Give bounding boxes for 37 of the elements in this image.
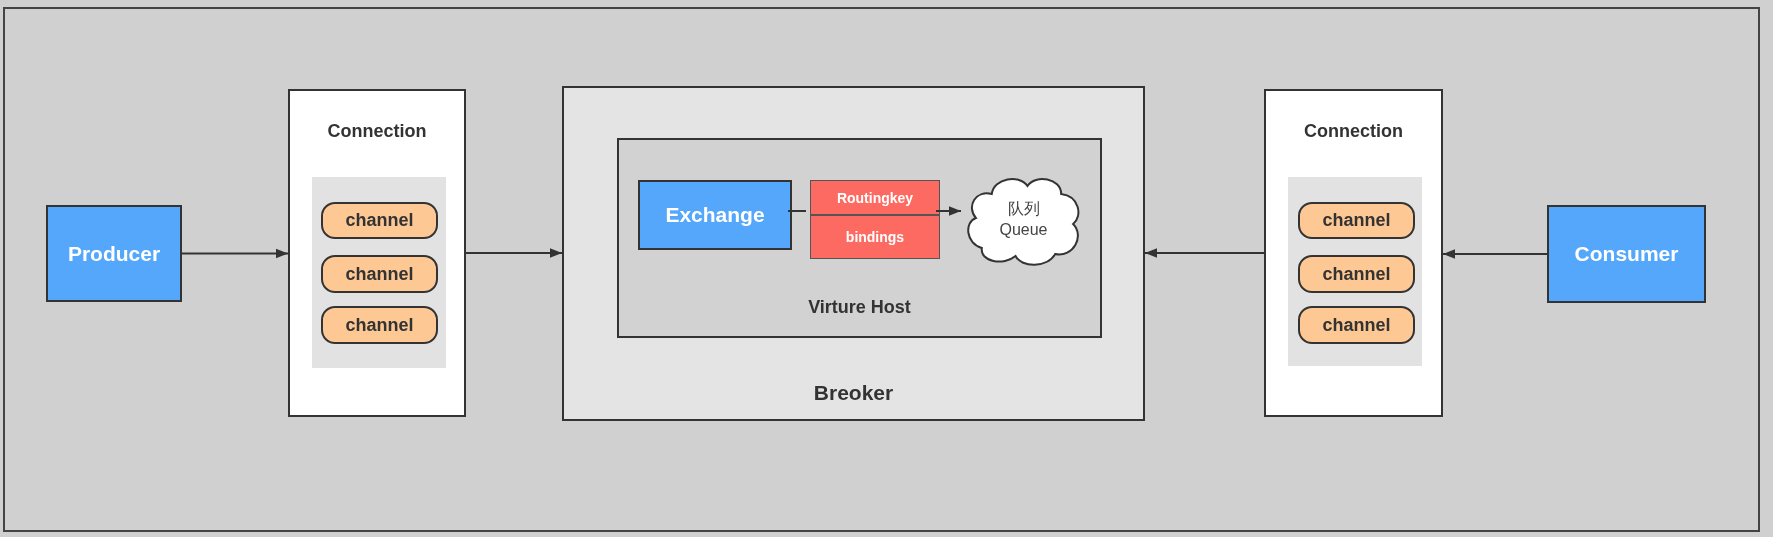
node-label: Exchange <box>665 203 765 227</box>
routing-box <box>810 180 940 215</box>
node-label: Producer <box>67 241 161 266</box>
node-label: Consumer <box>1574 242 1679 266</box>
arrow <box>1442 249 1548 259</box>
arrow <box>181 248 289 259</box>
arrow <box>1144 248 1265 258</box>
channel-pill <box>321 202 438 239</box>
connector-line <box>787 210 807 212</box>
box-heading: Connection <box>1304 121 1403 142</box>
connection-box <box>288 89 466 417</box>
routing-box <box>810 215 940 259</box>
node-label: channel <box>1322 263 1391 285</box>
channel-pill <box>321 255 438 293</box>
process-box <box>46 205 182 302</box>
channel-pill <box>1298 255 1415 293</box>
channel-pill <box>1298 306 1415 344</box>
arrow <box>935 206 962 216</box>
node-label: Routingkey <box>836 189 914 206</box>
virtual-host-box <box>617 138 1102 338</box>
node-label: channel <box>345 263 414 285</box>
node-label: channel <box>1322 210 1391 231</box>
channel-pill <box>321 306 438 344</box>
node-label: bindings <box>845 229 905 245</box>
connection-box <box>1264 89 1443 417</box>
box-heading: Virture Host <box>808 297 911 318</box>
process-box <box>638 180 792 250</box>
arrow <box>465 248 563 258</box>
channel-pill <box>1298 202 1415 239</box>
node-label: channel <box>345 210 414 231</box>
node-label: channel <box>1322 314 1391 336</box>
node-label: channel <box>345 314 414 336</box>
node-label: 队列 Queue <box>998 199 1049 240</box>
box-heading: Breoker <box>813 381 894 405</box>
broker-box <box>562 86 1145 421</box>
box-heading: Connection <box>327 121 427 142</box>
process-box <box>1547 205 1706 303</box>
